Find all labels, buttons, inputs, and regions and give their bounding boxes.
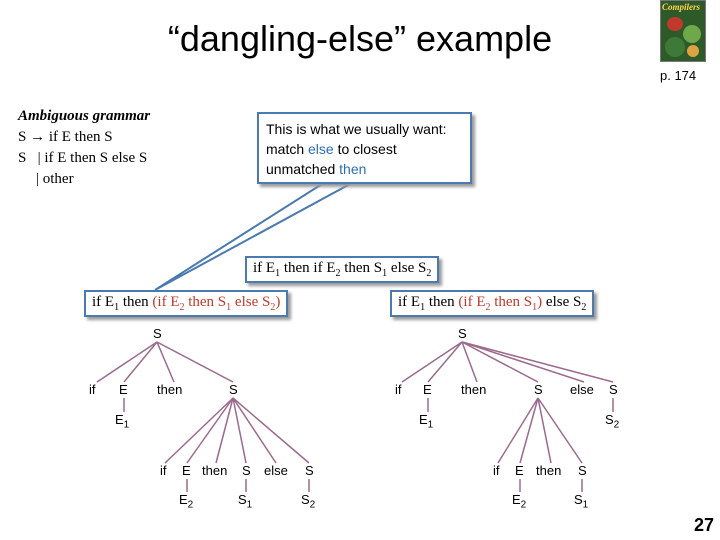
left-node-if: if: [89, 382, 96, 397]
grammar-rule-1: S → if E then S: [18, 129, 113, 145]
left-sub-then: then: [202, 463, 228, 478]
left-node-E: E: [119, 382, 128, 397]
ambiguous-grammar: Ambiguous grammar S → if E then S S | if…: [18, 106, 150, 190]
right-node-if: if: [395, 382, 402, 397]
page-reference: p. 174: [660, 68, 697, 83]
right-tree-root: S: [458, 326, 467, 341]
right-leaf-E1: E1: [419, 412, 434, 431]
left-sub-S: S: [242, 463, 251, 478]
left-sub-if: if: [160, 463, 167, 478]
grammar-heading: Ambiguous grammar: [18, 108, 151, 124]
right-sub-then: then: [536, 463, 562, 478]
arrow-icon: →: [30, 129, 46, 145]
left-parse-label: if E1 then (if E2 then S1 else S2): [84, 290, 289, 317]
grammar-rule-3: | other: [36, 171, 74, 187]
left-sub-E: E: [182, 463, 191, 478]
left-tree-root: S: [153, 326, 162, 341]
right-leaf-E2: E2: [512, 492, 527, 511]
right-parse-label: if E1 then (if E2 then S1) else S2: [390, 290, 595, 317]
right-node-S2: S: [609, 382, 618, 397]
ambiguous-sentence: if E1 then if E2 then S1 else S2: [245, 256, 440, 283]
keyword-then: then: [339, 161, 367, 177]
page-number: 27: [694, 515, 715, 535]
book-cover-image: Compilers: [660, 0, 706, 62]
grammar-rule-2: S | if E then S else S: [18, 150, 148, 166]
callout-note: This is what we usually want: match else…: [257, 112, 472, 184]
right-node-else: else: [570, 382, 594, 397]
right-leaf-S2: S2: [605, 412, 620, 431]
right-sub-S: S: [578, 463, 587, 478]
right-node-S: S: [534, 382, 543, 397]
left-leaf-E1: E1: [115, 412, 130, 431]
left-leaf-S2: S2: [301, 492, 316, 511]
right-sub-if: if: [493, 463, 500, 478]
left-node-then: then: [157, 382, 183, 397]
right-leaf-S1: S1: [574, 492, 589, 511]
left-sub-else: else: [264, 463, 288, 478]
book-cover-logo: Compilers: [662, 2, 701, 12]
right-sub-E: E: [515, 463, 524, 478]
left-leaf-E2: E2: [179, 492, 194, 511]
slide-title: “dangling-else” example: [167, 18, 553, 59]
left-leaf-S1: S1: [238, 492, 253, 511]
keyword-else: else: [308, 141, 334, 157]
right-node-E: E: [423, 382, 432, 397]
left-sub-S2: S: [305, 463, 314, 478]
right-node-then: then: [461, 382, 487, 397]
left-node-S: S: [229, 382, 238, 397]
